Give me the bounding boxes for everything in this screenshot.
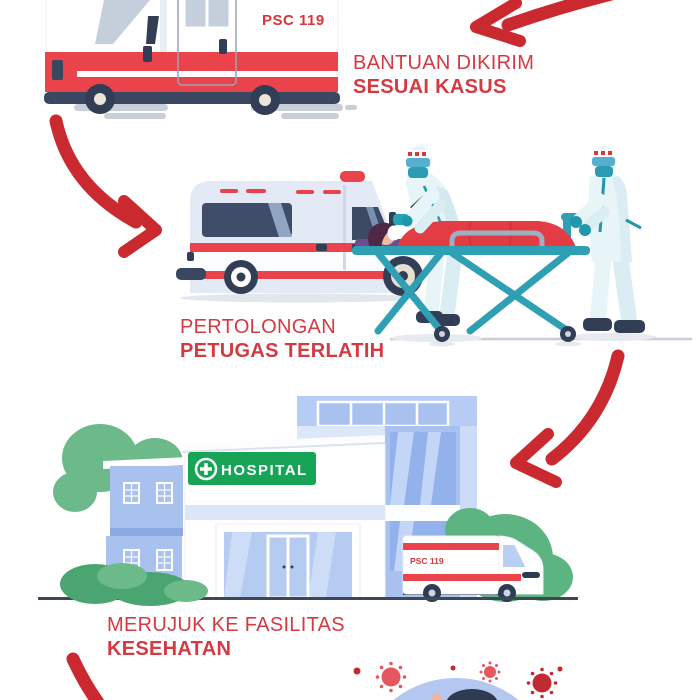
virus-icon	[353, 661, 563, 699]
hospital-sign: HOSPITAL	[188, 452, 316, 485]
patient-head	[446, 689, 498, 700]
face-mask-icon	[595, 166, 613, 177]
dispatch-ambulance-illustration: PSC 119	[44, 0, 357, 119]
rear-door	[177, 0, 237, 86]
flow-arrow-to-care-icon	[49, 114, 162, 258]
flow-arrow-to-dispatch-icon	[470, 0, 614, 47]
face-mask-icon	[408, 167, 428, 178]
wheel-icon	[85, 84, 280, 115]
oxygen-mask-icon	[387, 225, 401, 241]
medical-cross-icon	[194, 457, 218, 481]
glove-icon	[401, 215, 413, 227]
main-building	[181, 435, 386, 600]
step-label-line1: BANTUAN DIKIRIM	[353, 52, 535, 74]
step-label-line1: PERTOLONGAN	[180, 316, 336, 338]
vent-window	[146, 16, 159, 44]
glove-icon	[579, 224, 591, 236]
step-label-line2: KESEHATAN	[107, 637, 232, 660]
boot-icon	[583, 318, 612, 331]
step-label-merujuk: MERUJUK KE FASILITAS KESEHATAN	[107, 614, 345, 661]
psc-van: PSC 119	[402, 535, 544, 602]
patient-care-illustration	[176, 146, 692, 347]
step-label-pertolongan: PERTOLONGAN PETUGAS TERLATIH	[180, 316, 384, 363]
step-label-line1: MERUJUK KE FASILITAS	[107, 614, 345, 636]
motion-swoosh-icon	[74, 104, 357, 119]
hospital-illustration: HOSPITAL PSC 119	[38, 396, 578, 606]
virus-patient-illustration	[353, 661, 563, 700]
flow-arrow-to-next-icon	[66, 652, 105, 700]
beacon-light-icon	[340, 171, 365, 182]
flow-arrow-to-hospital-icon	[510, 349, 625, 488]
van-windshield	[501, 543, 529, 569]
side-rail	[449, 230, 545, 250]
windshield	[95, 0, 150, 44]
boot-icon	[433, 314, 460, 326]
ground-line	[38, 597, 578, 600]
entrance	[215, 523, 361, 600]
tower-top-floor	[297, 396, 477, 440]
glove-icon	[570, 216, 582, 228]
step-label-bantuan: BANTUAN DIKIRIM SESUAI KASUS	[353, 52, 534, 99]
bush-icon	[60, 563, 208, 606]
psc119-sign: PSC 119	[262, 12, 325, 29]
step-label-line2: PETUGAS TERLATIH	[180, 339, 385, 362]
side-window	[202, 203, 292, 237]
hospital-sign-label: HOSPITAL	[221, 462, 308, 479]
medic-standing	[583, 146, 645, 333]
step-label-line2: SESUAI KASUS	[353, 75, 507, 98]
deck-rail	[352, 246, 590, 255]
van-psc119-sign: PSC 119	[410, 556, 444, 566]
medic-arms	[393, 187, 610, 236]
boot-icon	[614, 320, 645, 333]
